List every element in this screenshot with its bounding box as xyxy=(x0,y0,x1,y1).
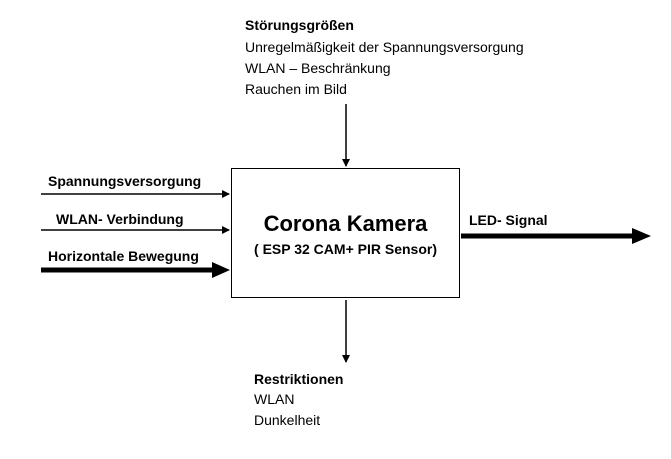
system-subtitle: ( ESP 32 CAM+ PIR Sensor) xyxy=(254,241,437,257)
input-label-motion: Horizontale Bewegung xyxy=(48,248,199,264)
disturbance-item: Rauchen im Bild xyxy=(245,81,347,97)
system-box: Corona Kamera ( ESP 32 CAM+ PIR Sensor) xyxy=(231,168,460,298)
system-title: Corona Kamera xyxy=(263,211,428,236)
output-label: LED- Signal xyxy=(469,212,548,228)
restriction-item: WLAN xyxy=(254,391,295,407)
restriction-item: Dunkelheit xyxy=(254,412,321,428)
output-arrow-led xyxy=(461,228,651,244)
disturbance-item: Unregelmäßigkeit der Spannungsversorgung xyxy=(245,39,524,55)
input-label-power: Spannungsversorgung xyxy=(48,173,202,189)
input-arrow-motion xyxy=(41,262,230,278)
disturbance-item: WLAN – Beschränkung xyxy=(245,60,391,76)
restrictions-heading: Restriktionen xyxy=(254,371,344,387)
input-label-wlan: WLAN- Verbindung xyxy=(56,211,184,227)
disturbances-heading: Störungsgrößen xyxy=(245,17,354,33)
